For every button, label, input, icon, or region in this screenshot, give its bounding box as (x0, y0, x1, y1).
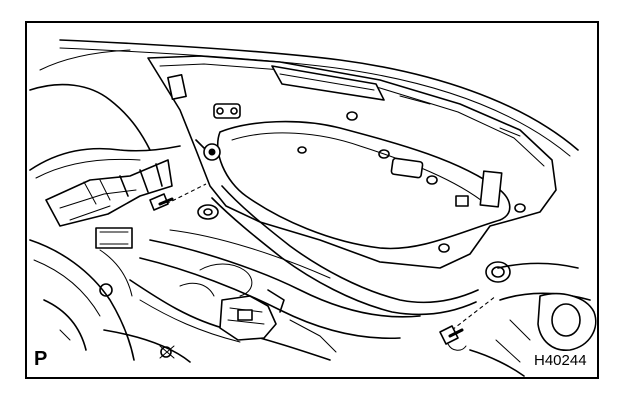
upper-left-clip (195, 139, 221, 161)
figure-code: H40244 (532, 352, 589, 369)
corner-label: P (32, 348, 50, 370)
radiator-hose (211, 185, 479, 316)
lower-component (219, 289, 337, 353)
left-fender (29, 83, 181, 361)
lower-left-details (59, 283, 175, 359)
hood-outline (39, 39, 579, 157)
left-mount-bracket (45, 159, 173, 249)
left-mount-hole (197, 204, 219, 220)
right-fender (469, 262, 597, 377)
grille-support-panel (147, 55, 557, 269)
right-bolt (439, 295, 497, 351)
right-clip (485, 261, 511, 283)
left-bolt (149, 183, 207, 211)
